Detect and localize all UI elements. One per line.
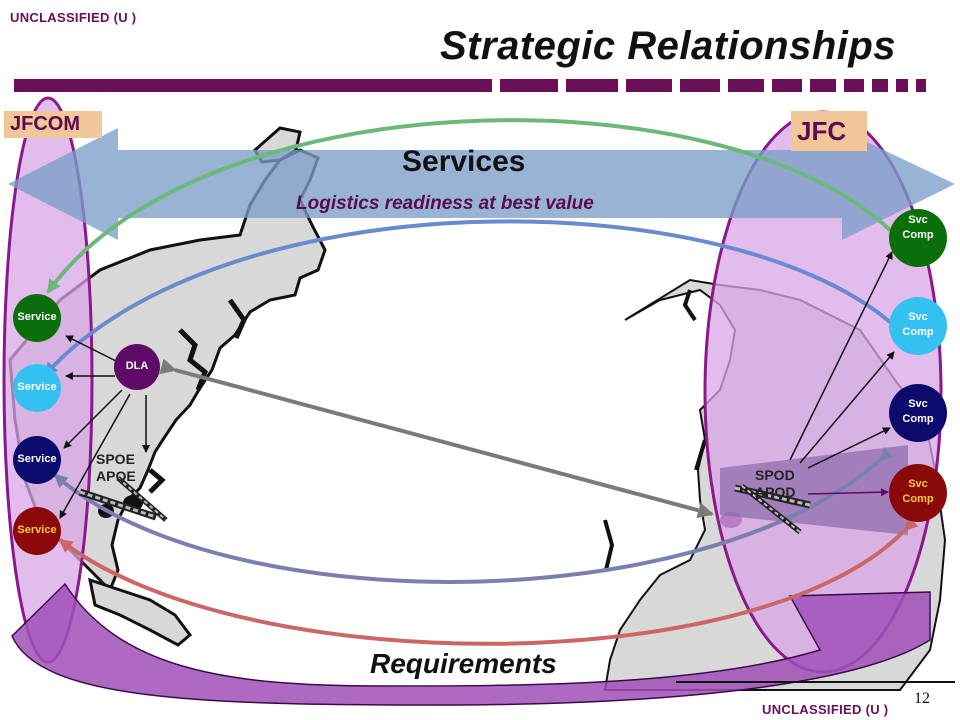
dla-node	[114, 344, 160, 390]
service-label: Service	[17, 311, 57, 323]
service-label: Service	[17, 453, 57, 465]
airfield-icon	[734, 484, 811, 534]
spod-arrow	[807, 427, 891, 469]
dla-label: DLA	[125, 360, 149, 372]
comp-node-navy	[889, 384, 947, 442]
header-bar	[14, 79, 926, 92]
requirements-label: Requirements	[370, 648, 557, 679]
arc-red	[58, 516, 919, 646]
requirements-arrow	[11, 582, 931, 706]
service-node-lightblue	[13, 364, 61, 412]
map-florida	[88, 577, 193, 647]
airfield-icon	[78, 476, 168, 522]
arc-green	[46, 118, 904, 294]
spod-arrow	[799, 351, 895, 464]
services-label: Services	[402, 145, 526, 178]
jfc-label: JFC	[791, 111, 867, 151]
comp-node-green	[889, 209, 947, 267]
dla-to-spod-arrow	[159, 358, 714, 519]
classification-bottom: UNCLASSIFIED (U )	[762, 702, 889, 717]
classification-top: UNCLASSIFIED (U )	[10, 10, 137, 25]
dla-arrow	[63, 389, 123, 449]
service-node-green	[13, 294, 61, 342]
map-coast-europe	[603, 289, 707, 571]
page-title: Strategic Relationships	[440, 24, 897, 68]
services-arrow	[8, 128, 955, 240]
comp-node-darkred	[889, 464, 947, 522]
dla-arrow	[65, 335, 119, 363]
services-subtitle: Logistics readiness at best value	[296, 193, 594, 214]
dla-arrow	[59, 393, 131, 519]
spod-arrow	[807, 488, 889, 497]
service-node-darkred	[13, 507, 61, 555]
service-label: Service	[17, 381, 57, 393]
page-number: 12	[914, 690, 930, 707]
jfcom-label: JFCOM	[4, 111, 102, 138]
arc-blue	[43, 219, 904, 377]
service-label: Service	[17, 524, 57, 536]
spod-arrow	[789, 251, 893, 461]
service-node-navy	[13, 436, 61, 484]
comp-node-lightblue	[889, 297, 947, 355]
